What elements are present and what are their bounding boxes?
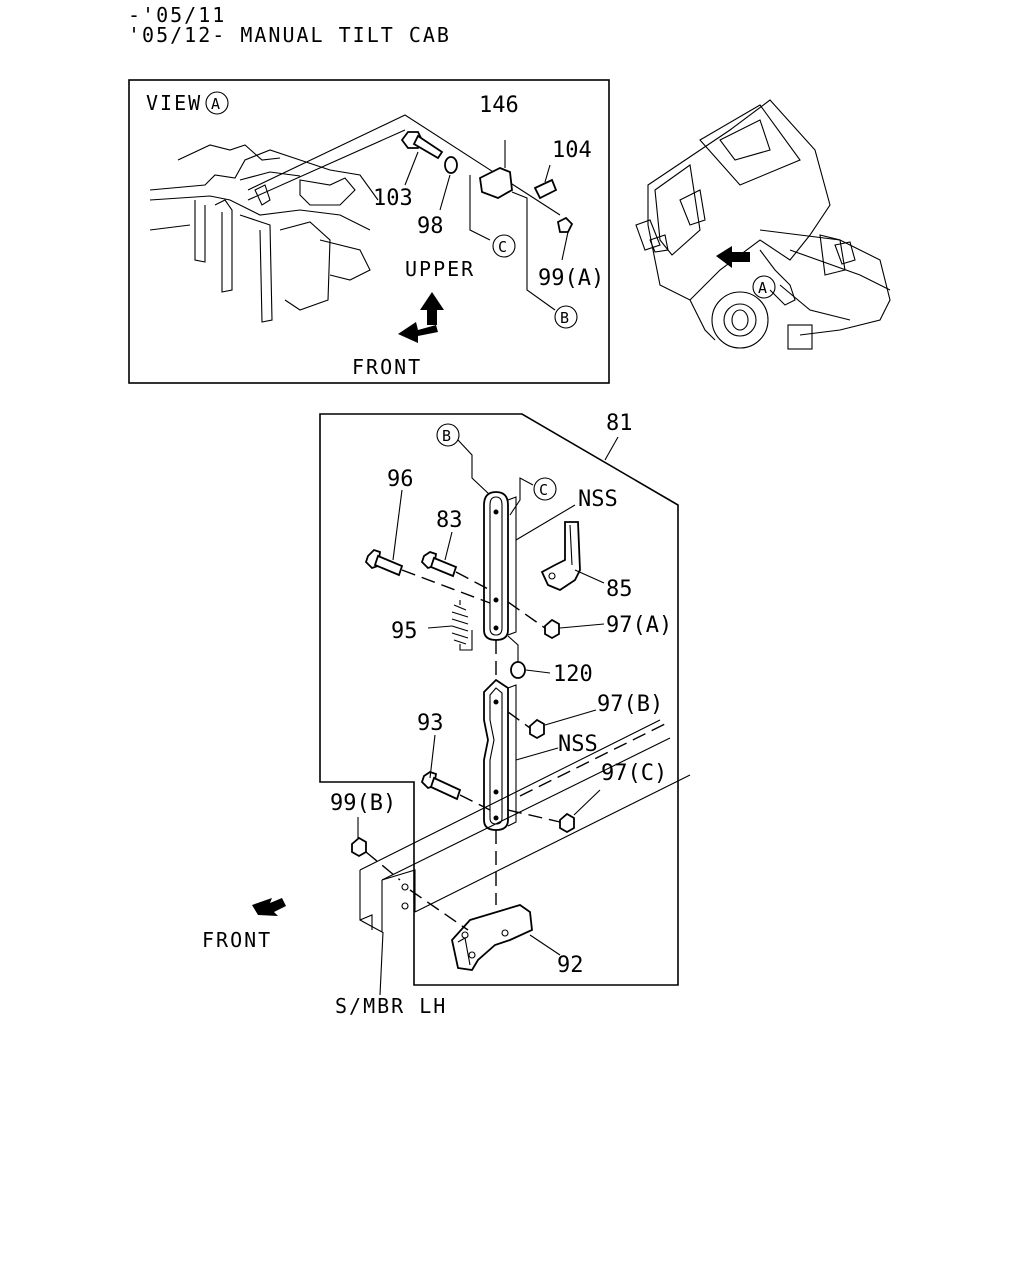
callout-120: 120 xyxy=(553,662,593,687)
part-99b-nut xyxy=(351,836,367,858)
front-label-view: FRONT xyxy=(352,355,422,379)
leader-93 xyxy=(429,734,436,779)
centerline-frame xyxy=(409,889,469,931)
leader-120 xyxy=(525,669,551,674)
centerline-97b xyxy=(507,711,531,729)
upper-label: UPPER xyxy=(405,257,475,281)
front-label-main: FRONT xyxy=(202,928,272,952)
ref-b-letter-main: B xyxy=(442,427,451,445)
ref-b-circle-view xyxy=(554,305,578,329)
ref-b-circle-main xyxy=(436,423,460,447)
callout-96: 96 xyxy=(387,467,414,492)
callout-95: 95 xyxy=(391,619,418,644)
leader-81 xyxy=(604,436,619,461)
centerline-83 xyxy=(455,571,491,591)
ref-b-letter-view: B xyxy=(560,309,569,327)
side-member-lh xyxy=(359,719,691,933)
part-104-bolt xyxy=(533,178,558,200)
part-93-bolt xyxy=(420,771,462,801)
part-97b-nut xyxy=(529,718,545,740)
arrow-left-icon xyxy=(716,246,750,268)
truck-locator-sketch: A xyxy=(635,99,891,350)
callout-97b: 97(B) xyxy=(597,692,663,717)
leader-85 xyxy=(574,569,605,584)
leader-83 xyxy=(444,531,453,561)
part-146-bracket xyxy=(479,140,513,199)
header-date-range: -'05/11 xyxy=(128,3,226,27)
ref-c-letter-main: C xyxy=(539,481,548,499)
ref-c-circle-view xyxy=(492,234,516,258)
part-95-spring xyxy=(451,600,473,651)
leader-nss-1 xyxy=(515,504,576,541)
leader-99a xyxy=(561,231,569,261)
view-a-label: VIEW xyxy=(146,91,202,115)
leader-nss-2 xyxy=(515,747,559,761)
part-83-pin xyxy=(420,551,458,578)
view-a-frame xyxy=(128,79,610,384)
callout-103: 103 xyxy=(373,186,413,211)
centerline-96 xyxy=(401,569,491,604)
callout-104: 104 xyxy=(552,138,592,163)
ref-c-letter-view: C xyxy=(498,238,507,256)
leader-95 xyxy=(427,625,453,629)
part-85-bracket xyxy=(540,521,581,592)
callout-97a: 97(A) xyxy=(606,613,672,638)
part-99a-nut xyxy=(556,216,574,233)
leader-104 xyxy=(544,164,551,183)
callout-146: 146 xyxy=(479,93,519,118)
leader-97c xyxy=(573,789,601,816)
callout-99a: 99(A) xyxy=(538,266,604,291)
callout-92: 92 xyxy=(557,953,584,978)
part-103-bolt xyxy=(400,131,444,160)
view-a-letter: A xyxy=(211,95,220,113)
lower-link-nss xyxy=(483,678,517,831)
connector-120 xyxy=(507,635,519,662)
leader-103 xyxy=(404,151,419,186)
centerline-97c xyxy=(507,809,561,823)
callout-97c: 97(C) xyxy=(601,761,667,786)
view-a-circle xyxy=(205,91,229,115)
callout-nss-1: NSS xyxy=(578,487,618,512)
ref-c-circle-main xyxy=(533,477,557,501)
direction-arrows-icon xyxy=(398,292,444,343)
callout-81: 81 xyxy=(606,411,633,436)
callout-85: 85 xyxy=(606,577,633,602)
part-97c-nut xyxy=(559,812,575,834)
main-assembly: 81 B C NSS 85 xyxy=(202,411,691,1018)
part-97a-nut xyxy=(544,618,560,640)
ref-a-circle-truck xyxy=(752,275,776,299)
part-120-washer xyxy=(510,661,526,679)
leader-side-member xyxy=(379,931,384,996)
leader-97a xyxy=(559,623,605,629)
leader-97b xyxy=(544,709,597,726)
header-title: '05/12- MANUAL TILT CAB xyxy=(128,23,451,47)
cab-structure-sketch xyxy=(149,144,379,323)
leader-ref-c xyxy=(469,175,491,241)
leader-98 xyxy=(439,174,451,211)
callout-98: 98 xyxy=(417,214,444,239)
callout-nss-2: NSS xyxy=(558,732,598,757)
leader-96 xyxy=(392,489,403,561)
view-a-panel: VIEW A xyxy=(128,79,610,384)
centerline-99b xyxy=(365,851,401,881)
leader-92 xyxy=(529,934,561,956)
upper-link-nss xyxy=(483,491,517,641)
part-92-bracket xyxy=(451,904,533,971)
leader-ref-b xyxy=(511,191,556,311)
side-member-label: S/MBR LH xyxy=(335,994,447,1018)
part-96-bolt xyxy=(364,548,404,577)
callout-93: 93 xyxy=(417,711,444,736)
leader-ref-c-main xyxy=(509,477,534,516)
ref-a-letter-truck: A xyxy=(758,279,767,297)
callout-83: 83 xyxy=(436,508,463,533)
assembly-81-outline xyxy=(319,413,679,986)
view-a-edge xyxy=(247,129,406,201)
front-arrow-icon xyxy=(252,898,286,916)
callout-99b: 99(B) xyxy=(330,791,396,816)
part-98-washer xyxy=(444,156,458,174)
leader-ref-b-main xyxy=(457,439,491,496)
centerline-97a xyxy=(507,601,546,629)
